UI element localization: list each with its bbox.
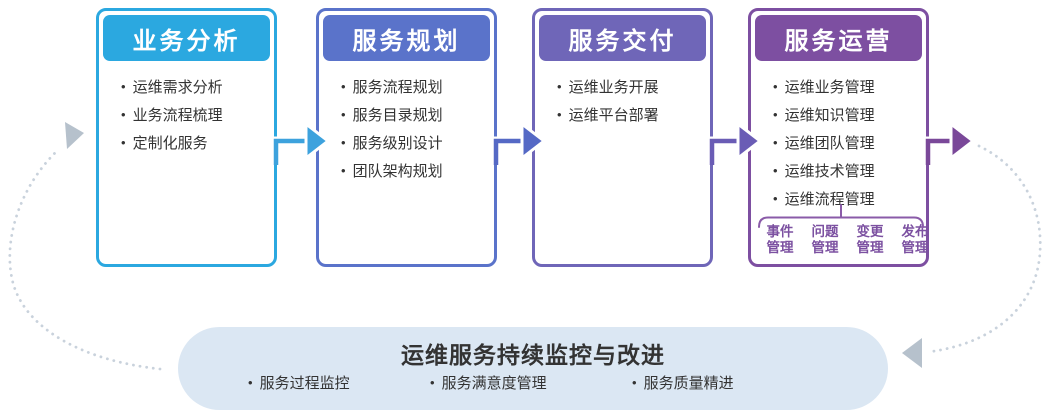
stage-title: 服务交付 [539,15,706,61]
bar-item: 服务满意度管理 [430,372,547,393]
stage-item: 运维需求分析 [121,74,270,102]
stage-item: 服务级别设计 [341,130,490,158]
loop-arrowhead-right [902,338,922,368]
stage-title: 业务分析 [103,15,270,61]
stage-item: 运维业务管理 [773,74,922,102]
stage-title: 服务规划 [323,15,490,61]
sub-process: 事件管理 [766,224,794,255]
sub-process: 问题管理 [811,224,839,255]
bar-item: 服务质量精进 [632,372,734,393]
stage-service-planning: 服务规划 服务流程规划 服务目录规划 服务级别设计 团队架构规划 [316,8,497,267]
continuous-improvement-bar: 运维服务持续监控与改进 服务过程监控 服务满意度管理 服务质量精进 [178,327,888,410]
stage-item: 服务流程规划 [341,74,490,102]
loop-arrowhead-left [65,122,84,149]
stage-item: 业务流程梳理 [121,102,270,130]
stage-item: 运维团队管理 [773,130,922,158]
stage-item: 定制化服务 [121,130,270,158]
stage-item: 服务目录规划 [341,102,490,130]
stage-item: 运维流程管理 [773,186,922,214]
sub-process: 发布管理 [901,224,929,255]
flow-arrow-4 [923,120,976,165]
stage-item: 运维技术管理 [773,158,922,186]
stage-item: 运维知识管理 [773,102,922,130]
stage-item-list: 运维需求分析 业务流程梳理 定制化服务 [99,74,274,158]
stage-service-delivery: 服务交付 运维业务开展 运维平台部署 [532,8,713,267]
stage-item-list: 运维业务管理 运维知识管理 运维团队管理 运维技术管理 运维流程管理 [751,74,926,214]
stage-item-list: 服务流程规划 服务目录规划 服务级别设计 团队架构规划 [319,74,494,186]
stage-business-analysis: 业务分析 运维需求分析 业务流程梳理 定制化服务 [96,8,277,267]
sub-process-group: 事件管理 问题管理 变更管理 发布管理 [751,224,929,262]
sub-process: 变更管理 [856,224,884,255]
bar-item: 服务过程监控 [248,372,350,393]
stage-item: 团队架构规划 [341,158,490,186]
stage-item-list: 运维业务开展 运维平台部署 [535,74,710,130]
stage-item: 运维平台部署 [557,102,706,130]
stage-item: 运维业务开展 [557,74,706,102]
stage-service-operation: 服务运营 运维业务管理 运维知识管理 运维团队管理 运维技术管理 运维流程管理 … [748,8,929,267]
bar-title: 运维服务持续监控与改进 [401,342,665,368]
loop-arc-right [926,144,1042,354]
stage-title: 服务运营 [755,15,922,61]
